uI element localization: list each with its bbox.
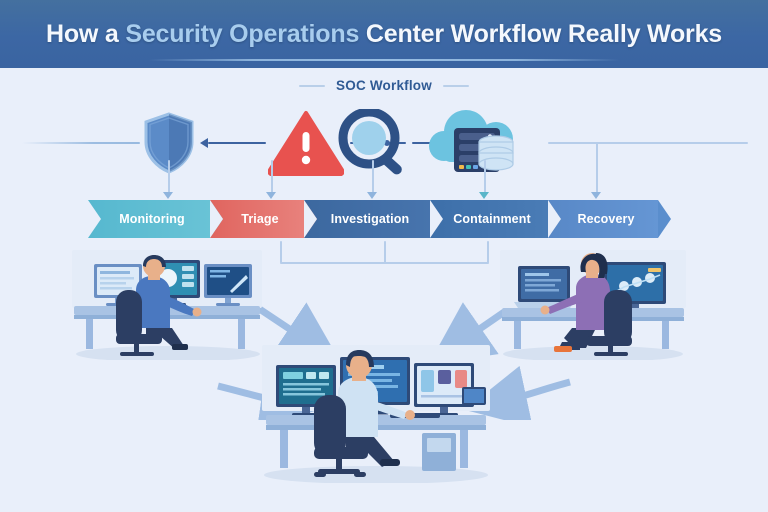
bracket-stem-mid [384, 241, 386, 263]
stage-investigation[interactable]: Investigation [304, 200, 443, 238]
page-title: How a Security Operations Center Workflo… [46, 20, 722, 49]
stage-triage[interactable]: Triage [210, 200, 317, 238]
stage-label-recovery: Recovery [577, 212, 635, 226]
monitor-right [414, 363, 474, 417]
stage-containment[interactable]: Containment [430, 200, 561, 238]
flow-line-right-outro [548, 142, 748, 144]
stage-recovery[interactable]: Recovery [548, 200, 671, 238]
cloud-server-icon [418, 104, 548, 182]
stage-label-monitoring: Monitoring [119, 212, 185, 226]
arrow-curved-right [464, 365, 571, 420]
subtitle-row: SOC Workflow [0, 78, 768, 93]
stem-triage [271, 160, 273, 194]
monitor-left [94, 264, 142, 306]
laptop [462, 387, 486, 405]
stage-monitoring[interactable]: Monitoring [88, 200, 223, 238]
flow-node-dot [384, 140, 390, 146]
title-segment-3: Center Workflow Really Works [359, 19, 722, 48]
header-band: How a Security Operations Center Workflo… [0, 0, 768, 68]
magnifier-icon [336, 104, 412, 182]
monitor-right [204, 264, 252, 306]
analyst-workstation-right [500, 250, 686, 362]
stem-recovery [596, 142, 598, 194]
stem-arrow-containment [479, 192, 489, 199]
bracket-stem-left [280, 241, 282, 263]
bracket-stem-right [487, 241, 489, 263]
title-segment-1: How a [46, 19, 126, 48]
stem-arrow-recovery [591, 192, 601, 199]
flow-arrowhead-left [200, 138, 208, 148]
arrow-right-to-center [428, 302, 512, 364]
chair-right [586, 290, 632, 356]
arrow-left-to-center [256, 302, 342, 364]
subtitle-dash-left [299, 84, 326, 87]
analyst-workstation-left [72, 250, 262, 362]
stem-investigation [372, 160, 374, 194]
subtitle-dash-right [442, 84, 469, 87]
workflow-stage-ribbon: Monitoring Triage Investigation Containm… [88, 200, 671, 238]
stage-label-containment: Containment [453, 212, 531, 226]
bracket-rail [280, 262, 489, 264]
title-underline [149, 59, 619, 61]
chair-center [314, 395, 368, 477]
stem-arrow-triage [266, 192, 276, 199]
stem-arrow-monitoring [163, 192, 173, 199]
monitor-left [514, 266, 574, 308]
stem-containment [484, 160, 486, 194]
analyst-person-right [540, 253, 610, 352]
icon-row [0, 104, 768, 182]
stem-arrow-investigation [367, 192, 377, 199]
stage-label-investigation: Investigation [330, 212, 410, 226]
chair-left [116, 290, 162, 356]
subtitle-label: SOC Workflow [336, 78, 432, 93]
analyst-person-left [136, 255, 202, 350]
stem-monitoring [168, 160, 170, 194]
analyst-workstation-center [262, 345, 490, 484]
flow-line-alert-to-shield [208, 142, 266, 144]
stage-label-triage: Triage [241, 212, 279, 226]
title-segment-accent: Security Operations [125, 19, 360, 48]
analyst-person-center [338, 350, 415, 467]
flow-line-left-intro [22, 142, 140, 144]
alert-triangle-icon [268, 104, 344, 182]
